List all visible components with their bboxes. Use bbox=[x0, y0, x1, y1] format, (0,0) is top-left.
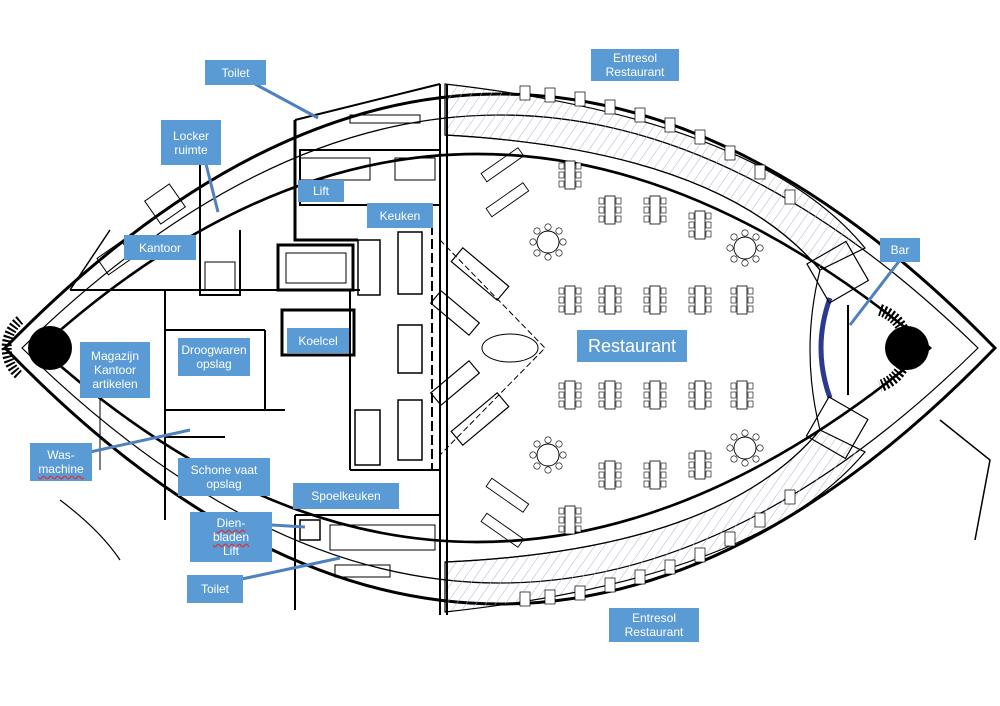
label-droogwaren-opslag: Droogwaren opslag bbox=[178, 338, 250, 376]
label-locker-ruimte: Locker ruimte bbox=[161, 120, 221, 165]
label-entresol-restaurant-top: Entresol Restaurant bbox=[591, 49, 679, 81]
label-wasmachine-line2: machine bbox=[38, 462, 84, 476]
label-toilet-bottom: Toilet bbox=[187, 575, 243, 603]
label-kantoor: Kantoor bbox=[124, 235, 196, 260]
label-dienbladen-line2: bladen bbox=[212, 530, 250, 544]
label-bar: Bar bbox=[880, 238, 920, 262]
label-koelcel: Koelcel bbox=[287, 328, 349, 353]
label-magazijn-kantoor-artikelen: Magazijn Kantoor artikelen bbox=[80, 342, 150, 398]
label-dienbladen-lift: Dien- bladen Lift bbox=[190, 512, 272, 562]
label-keuken: Keuken bbox=[367, 203, 433, 228]
label-spoelkeuken: Spoelkeuken bbox=[293, 483, 399, 509]
label-lift: Lift bbox=[298, 180, 344, 202]
label-wasmachine: Was- machine bbox=[30, 443, 92, 481]
label-dienbladen-line3: Lift bbox=[222, 544, 239, 558]
label-entresol-restaurant-bottom: Entresol Restaurant bbox=[609, 608, 699, 642]
label-wasmachine-line1: Was- bbox=[47, 448, 75, 462]
label-toilet-top: Toilet bbox=[205, 60, 266, 85]
label-restaurant: Restaurant bbox=[577, 330, 687, 362]
label-dienbladen-line1: Dien- bbox=[216, 516, 246, 530]
label-schone-vaat-opslag: Schone vaat opslag bbox=[178, 458, 270, 496]
